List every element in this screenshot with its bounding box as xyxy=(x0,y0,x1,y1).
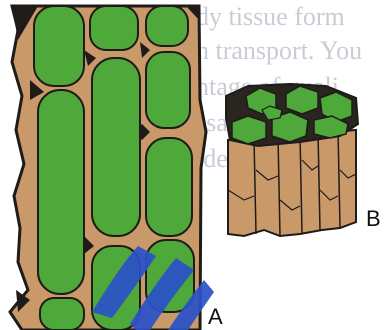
cell-cytoplasm xyxy=(90,6,138,50)
cell-cytoplasm xyxy=(146,6,188,46)
cell-cytoplasm xyxy=(146,52,190,128)
cell-cytoplasm xyxy=(92,58,140,236)
cell-top-cytoplasm xyxy=(232,116,266,144)
cell-cytoplasm xyxy=(34,6,84,86)
cell-cytoplasm xyxy=(38,90,84,294)
cell-block-side xyxy=(228,130,356,236)
figure-b-polygonal-cells xyxy=(226,84,358,236)
label-b: B xyxy=(366,206,381,232)
cell-cytoplasm xyxy=(146,138,192,236)
label-a: A xyxy=(208,304,223,330)
cell-cytoplasm xyxy=(40,298,84,330)
